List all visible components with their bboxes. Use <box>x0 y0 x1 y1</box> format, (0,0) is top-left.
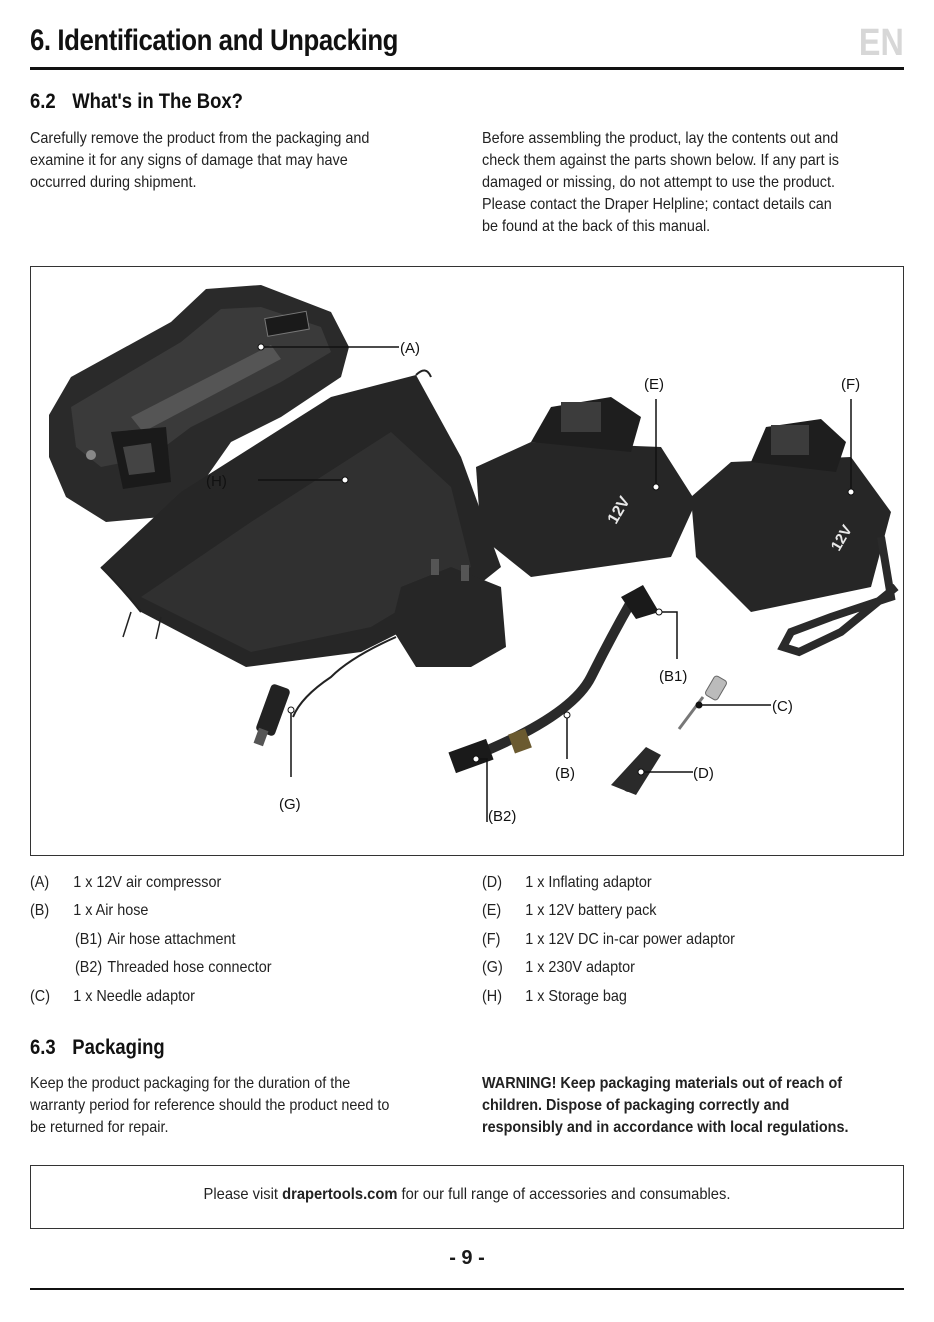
language-tag: EN <box>859 22 904 64</box>
notice-prefix: Please visit <box>203 1186 283 1203</box>
callout-label-h: (H) <box>206 473 227 490</box>
callout-label-b: (B) <box>555 765 575 782</box>
website-link[interactable]: drapertools.com <box>282 1186 398 1203</box>
part-item: (H) 1 x Storage bag <box>482 988 627 1006</box>
part-code: (D) <box>482 874 502 891</box>
part-subitem: (B1)Air hose attachment <box>75 931 235 949</box>
part-description: 1 x Inflating adaptor <box>525 874 652 891</box>
part-code: (H) <box>482 988 502 1005</box>
text-line: responsibly and in accordance with local… <box>482 1119 849 1136</box>
part-code: (B2) <box>75 959 103 976</box>
section-number: 6.3 <box>30 1036 56 1059</box>
part-item: (D) 1 x Inflating adaptor <box>482 874 652 892</box>
packaging-instructions: Keep the product packaging for the durat… <box>30 1073 446 1139</box>
callout-label-e: (E) <box>644 376 664 393</box>
notice-suffix: for our full range of accessories and co… <box>397 1186 731 1203</box>
mains-adaptor-illustration <box>253 559 506 747</box>
part-code: (C) <box>30 988 50 1005</box>
footer-divider <box>30 1288 904 1290</box>
callout-label-c: (C) <box>772 698 793 715</box>
part-description: 1 x Air hose <box>73 902 149 919</box>
packaging-warning: WARNING! Keep packaging materials out of… <box>482 1073 903 1139</box>
text-line: children. Dispose of packaging correctly… <box>482 1097 790 1114</box>
text-line: occurred during shipment. <box>30 174 197 191</box>
section-title: Packaging <box>72 1036 165 1059</box>
part-item: (F) 1 x 12V DC in-car power adaptor <box>482 931 735 949</box>
part-item: (B) 1 x Air hose <box>30 902 148 920</box>
inflating-adaptor-illustration <box>611 747 661 795</box>
box-contents-illustration: 12V 12V <box>49 285 899 825</box>
website-notice-box: Please visit drapertools.com for our ful… <box>30 1165 904 1229</box>
text-line: be returned for repair. <box>30 1119 169 1136</box>
part-description: 1 x 12V air compressor <box>73 874 222 891</box>
text-line: be found at the back of this manual. <box>482 218 711 235</box>
part-item: (A) 1 x 12V air compressor <box>30 874 221 892</box>
part-description: 1 x 12V DC in-car power adaptor <box>525 931 735 948</box>
text-line: Carefully remove the product from the pa… <box>30 130 370 147</box>
text-line: Keep the product packaging for the durat… <box>30 1075 351 1092</box>
part-code: (B) <box>30 902 50 919</box>
text-line: damaged or missing, do not attempt to us… <box>482 174 836 191</box>
part-item: (G) 1 x 230V adaptor <box>482 959 635 977</box>
air-hose-illustration <box>448 585 659 774</box>
callout-label-b1: (B1) <box>659 668 687 685</box>
text-line: WARNING! Keep packaging materials out of… <box>482 1075 843 1092</box>
text-line: examine it for any signs of damage that … <box>30 152 348 169</box>
title-divider <box>30 67 904 70</box>
website-notice: Please visit drapertools.com for our ful… <box>66 1186 868 1204</box>
part-code: (A) <box>30 874 50 891</box>
callout-label-f: (F) <box>841 376 860 393</box>
part-subitem: (B2)Threaded hose connector <box>75 959 272 977</box>
car-adaptor-illustration: 12V <box>691 419 899 657</box>
part-description: Threaded hose connector <box>107 959 272 976</box>
part-code: (E) <box>482 902 502 919</box>
section-number: 6.2 <box>30 90 56 113</box>
part-item: (C) 1 x Needle adaptor <box>30 988 195 1006</box>
box-contents-figure: 12V 12V <box>30 266 904 856</box>
callout-label-b2: (B2) <box>488 808 516 825</box>
assembly-check-instructions: Before assembling the product, lay the c… <box>482 128 903 238</box>
section-heading-whats-in-box: 6.2 What's in The Box? <box>30 90 243 114</box>
text-line: check them against the parts shown below… <box>482 152 839 169</box>
unpack-instructions: Carefully remove the product from the pa… <box>30 128 446 194</box>
callout-dots <box>257 343 855 776</box>
text-line: Please contact the Draper Helpline; cont… <box>482 196 832 213</box>
part-code: (B1) <box>75 931 103 948</box>
callout-label-g: (G) <box>279 796 301 813</box>
section-heading-packaging: 6.3 Packaging <box>30 1036 165 1060</box>
part-description: 1 x Needle adaptor <box>73 988 195 1005</box>
text-line: Before assembling the product, lay the c… <box>482 130 839 147</box>
part-code: (G) <box>482 959 503 976</box>
part-code: (F) <box>482 931 501 948</box>
callout-label-d: (D) <box>693 765 714 782</box>
section-title: What's in The Box? <box>72 90 243 113</box>
part-description: 1 x 12V battery pack <box>525 902 657 919</box>
page-number: - 9 - <box>449 1247 485 1269</box>
battery-pack-illustration: 12V <box>476 397 696 577</box>
part-description: Air hose attachment <box>107 931 236 948</box>
part-description: 1 x 230V adaptor <box>525 959 635 976</box>
callout-leaders <box>258 346 852 822</box>
part-item: (E) 1 x 12V battery pack <box>482 902 656 920</box>
part-description: 1 x Storage bag <box>525 988 627 1005</box>
callout-label-a: (A) <box>400 340 420 357</box>
page-title: 6. Identification and Unpacking <box>30 24 398 57</box>
text-line: warranty period for reference should the… <box>30 1097 390 1114</box>
